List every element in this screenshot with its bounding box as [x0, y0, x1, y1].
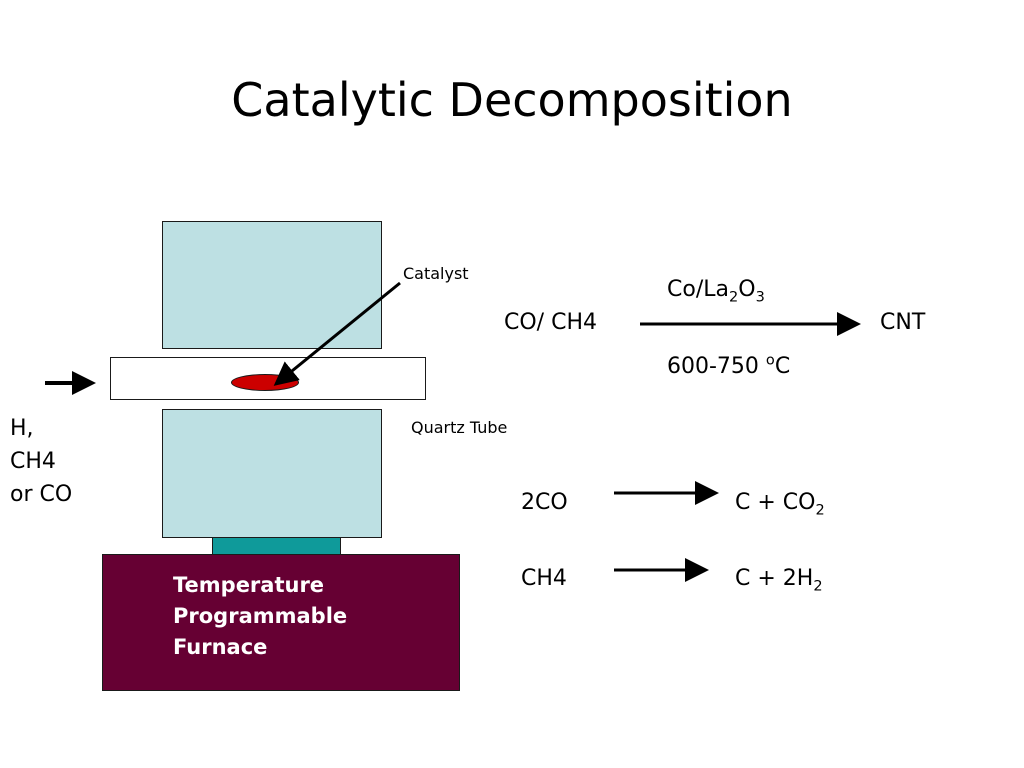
gas-inlet-line-1: H, — [10, 416, 34, 441]
catalyst-boat — [231, 374, 299, 391]
slide-title: Catalytic Decomposition — [231, 73, 793, 127]
reaction-2-product: C + 2H2 — [735, 566, 823, 595]
gas-inlet-label: H, CH4 or CO — [10, 412, 72, 511]
reaction-temperature-label: 600-750 oC — [667, 352, 791, 379]
reaction-2-reactant: CH4 — [521, 566, 567, 591]
furnace-label-line-3: Furnace — [173, 635, 268, 659]
gas-inlet-line-2: CH4 — [10, 449, 56, 474]
furnace-label-line-1: Temperature — [173, 573, 325, 597]
reaction-1-product: C + CO2 — [735, 490, 825, 519]
main-reactant: CO/ CH4 — [504, 310, 597, 335]
main-product: CNT — [880, 310, 926, 335]
furnace-label: Temperature Programmable Furnace — [173, 570, 347, 663]
temperature-programmable-furnace — [102, 554, 460, 691]
reaction-1-reactant: 2CO — [521, 490, 568, 515]
reaction-catalyst-label: Co/La2O3 — [667, 277, 765, 306]
catalyst-label: Catalyst — [403, 264, 469, 283]
gas-inlet-line-3: or CO — [10, 482, 73, 507]
furnace-upper-block — [162, 221, 382, 349]
furnace-connector — [212, 537, 341, 555]
furnace-label-line-2: Programmable — [173, 604, 348, 628]
furnace-lower-block — [162, 409, 382, 538]
quartz-tube-label: Quartz Tube — [411, 418, 508, 437]
